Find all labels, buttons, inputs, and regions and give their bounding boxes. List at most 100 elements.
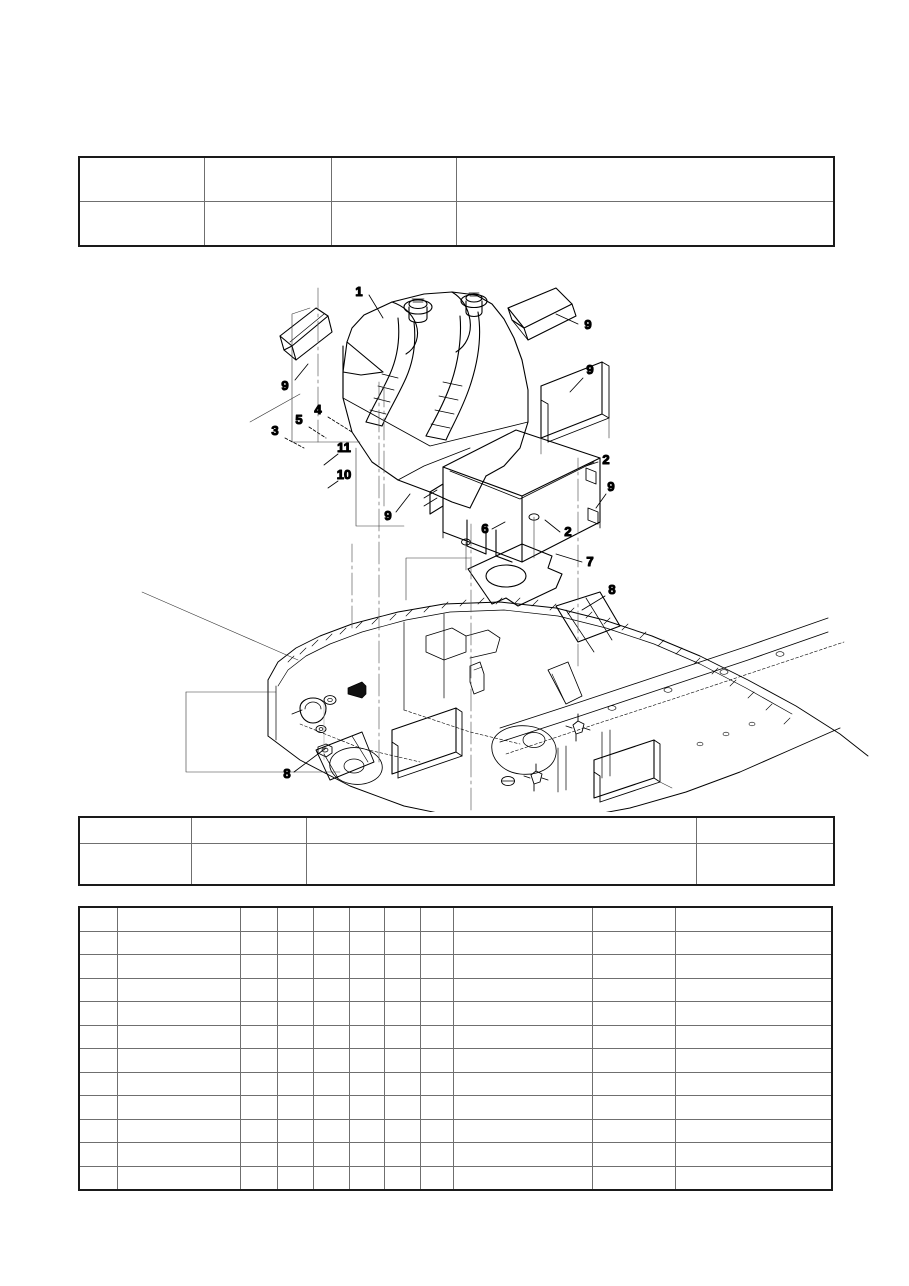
parts-cell <box>383 1165 422 1191</box>
parts-cell <box>239 1142 279 1167</box>
parts-cell <box>349 1118 385 1143</box>
callout-leaders <box>284 294 607 773</box>
callout-3: 3 <box>271 423 278 438</box>
parts-cell <box>239 977 279 1002</box>
parts-cell <box>349 906 385 932</box>
parts-cell <box>349 930 385 955</box>
parts-cell <box>277 1142 314 1167</box>
parts-cell <box>591 1095 676 1120</box>
header-cell <box>455 156 835 202</box>
parts-cell <box>674 1024 833 1049</box>
parts-cell <box>383 954 422 979</box>
callout-9-lower-right: 9 <box>607 479 614 494</box>
parts-cell <box>452 1142 593 1167</box>
parts-cell <box>452 930 593 955</box>
parts-cell <box>452 977 593 1002</box>
parts-cell <box>591 954 676 979</box>
parts-cell <box>420 1001 454 1026</box>
part-chassis-frame <box>267 597 869 812</box>
caption-table-body <box>78 816 835 886</box>
parts-cell <box>239 1165 279 1191</box>
parts-cell <box>420 930 454 955</box>
technical-drawing: 1 9 9 9 9 9 4 5 3 11 10 2 2 6 7 8 8 <box>0 262 909 812</box>
callout-6: 6 <box>481 521 488 536</box>
table-row <box>78 816 835 844</box>
part-mounting-plate <box>467 543 563 607</box>
parts-cell <box>349 1095 385 1120</box>
parts-cell <box>383 1001 422 1026</box>
table-row <box>78 906 833 932</box>
parts-cell <box>420 954 454 979</box>
parts-cell <box>312 977 351 1002</box>
parts-cell <box>452 1071 593 1096</box>
part-shim-strip-top-right <box>507 287 577 341</box>
caption-table <box>78 816 835 886</box>
parts-cell <box>420 1095 454 1120</box>
header-cell <box>330 201 457 247</box>
parts-cell <box>674 1095 833 1120</box>
table-row <box>78 954 833 979</box>
callout-9-top-right: 9 <box>584 317 591 332</box>
phantom-centerlines <box>317 287 579 811</box>
parts-cell <box>239 1001 279 1026</box>
part-battery-box <box>423 429 601 563</box>
parts-cell <box>239 1095 279 1120</box>
parts-cell <box>277 1048 314 1073</box>
parts-cell <box>591 977 676 1002</box>
table-row <box>78 1142 833 1167</box>
parts-cell <box>591 1048 676 1073</box>
parts-cell <box>78 930 119 955</box>
parts-cell <box>312 1048 351 1073</box>
parts-cell <box>674 1071 833 1096</box>
parts-cell <box>312 1095 351 1120</box>
caption-cell <box>190 816 307 844</box>
part-clip-fastener-lower <box>523 763 549 792</box>
parts-cell <box>78 906 119 932</box>
parts-cell <box>452 1001 593 1026</box>
callout-4: 4 <box>314 402 322 417</box>
parts-cell <box>78 954 119 979</box>
parts-cell <box>312 1118 351 1143</box>
caption-cell <box>305 843 697 886</box>
parts-cell <box>383 1048 422 1073</box>
parts-cell <box>591 1118 676 1143</box>
parts-cell <box>239 954 279 979</box>
parts-cell <box>674 930 833 955</box>
parts-cell <box>117 1071 241 1096</box>
parts-cell <box>420 1118 454 1143</box>
parts-cell <box>383 1118 422 1143</box>
parts-cell <box>420 1024 454 1049</box>
part-hardware-cluster <box>291 681 367 761</box>
parts-cell <box>117 906 241 932</box>
caption-cell <box>695 816 835 844</box>
parts-cell <box>674 906 833 932</box>
parts-cell <box>591 1024 676 1049</box>
table-row <box>78 977 833 1002</box>
parts-cell <box>591 930 676 955</box>
header-table-body <box>78 156 835 247</box>
parts-cell <box>383 906 422 932</box>
parts-cell <box>78 1142 119 1167</box>
parts-cell <box>383 1095 422 1120</box>
parts-cell <box>349 1165 385 1191</box>
parts-cell <box>117 1024 241 1049</box>
parts-cell <box>239 906 279 932</box>
parts-cell <box>117 1118 241 1143</box>
table-row <box>78 930 833 955</box>
parts-cell <box>78 977 119 1002</box>
parts-cell <box>277 977 314 1002</box>
part-grommet <box>501 775 515 787</box>
parts-cell <box>117 1048 241 1073</box>
parts-cell <box>312 1165 351 1191</box>
callout-8-left: 8 <box>283 766 290 781</box>
table-row <box>78 156 835 202</box>
callout-9-mid-right: 9 <box>586 362 593 377</box>
parts-cell <box>349 1071 385 1096</box>
header-table <box>78 156 835 247</box>
parts-cell <box>78 1118 119 1143</box>
part-shim-strip-lower-right <box>593 739 661 803</box>
table-row <box>78 201 835 247</box>
part-shim-strip-front <box>391 707 463 779</box>
parts-cell <box>452 906 593 932</box>
